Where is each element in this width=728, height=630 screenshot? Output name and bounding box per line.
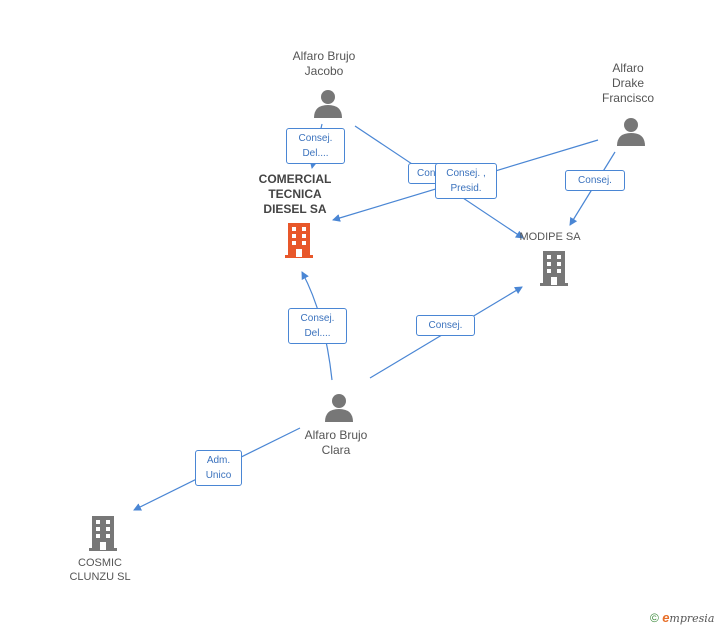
person-icon-jacobo[interactable] (313, 88, 343, 118)
relation-jacobo-comercial[interactable]: Consej. Del.... (286, 128, 345, 164)
node-label-cosmic[interactable]: COSMIC CLUNZU SL (69, 557, 131, 583)
node-label-comercial[interactable]: COMERCIAL TECNICA DIESEL SA (258, 172, 332, 216)
building-icon-comercial[interactable] (283, 222, 315, 258)
relation-clara-cosmic[interactable]: Adm. Unico (195, 450, 242, 486)
brand-logo-letter: e (662, 610, 670, 625)
node-label-francisco[interactable]: Alfaro Drake Francisco (601, 61, 654, 105)
person-icon-francisco[interactable] (616, 116, 646, 146)
footer-copyright: © empresia (650, 610, 714, 625)
brand-name: mpresia (669, 612, 715, 625)
copyright-icon: © (650, 611, 659, 625)
person-icon-clara[interactable] (324, 392, 354, 422)
node-label-clara[interactable]: Alfaro Brujo Clara (304, 428, 368, 457)
relation-francisco-comercial[interactable]: Consej. , Presid. (435, 163, 497, 199)
building-icon-cosmic[interactable] (87, 515, 119, 551)
relation-clara-modipe[interactable]: Consej. (416, 315, 475, 336)
node-label-modipe[interactable]: MODIPE SA (519, 231, 581, 243)
relation-clara-comercial[interactable]: Consej. Del.... (288, 308, 347, 344)
building-icon-modipe[interactable] (538, 250, 570, 286)
node-label-jacobo[interactable]: Alfaro Brujo Jacobo (292, 49, 356, 78)
relation-francisco-modipe[interactable]: Consej. (565, 170, 625, 191)
